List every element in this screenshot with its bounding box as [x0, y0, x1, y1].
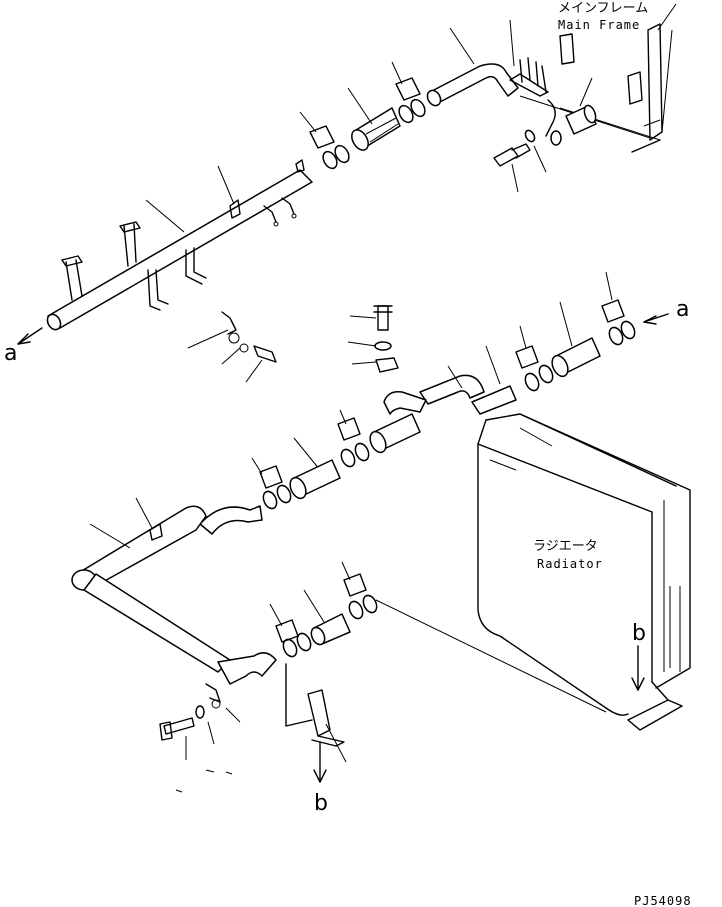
ref-a-right: a	[676, 297, 689, 322]
ref-b-left: b	[314, 791, 328, 816]
middle-loose-parts	[187, 305, 399, 383]
radiator-label: ラジエータ Radiator	[533, 539, 603, 571]
upper-pipe-run	[17, 19, 597, 345]
main-frame-label: メインフレーム Main Frame	[558, 1, 648, 32]
lower-pipe-run	[71, 271, 669, 793]
ref-a-left: a	[4, 341, 17, 366]
drawing-code: PJ54098	[634, 894, 692, 907]
main-frame-label-en: Main Frame	[558, 18, 640, 32]
ref-b-right: b	[632, 621, 646, 646]
radiator-assembly	[477, 413, 691, 731]
main-frame-label-jp: メインフレーム	[558, 1, 648, 16]
radiator-label-en: Radiator	[537, 557, 603, 571]
radiator-label-jp: ラジエータ	[533, 539, 598, 554]
